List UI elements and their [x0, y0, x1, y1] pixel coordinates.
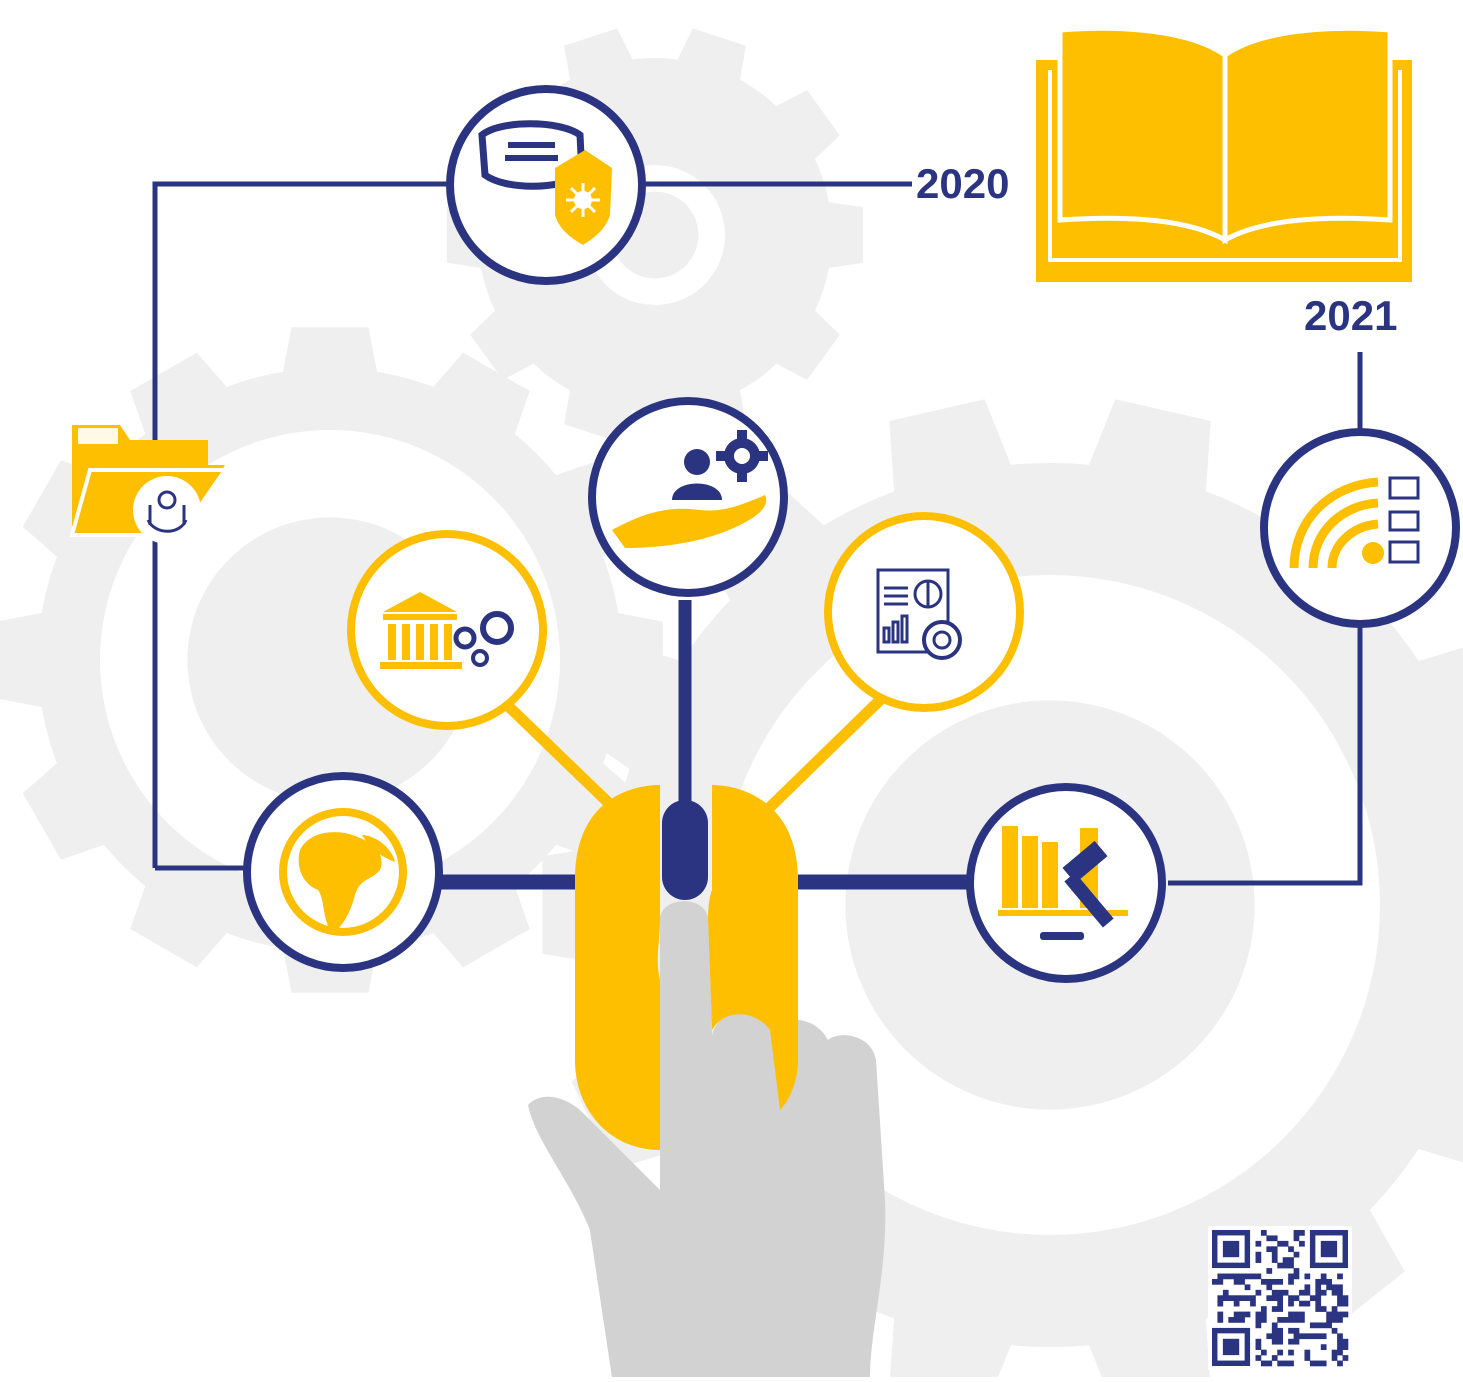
year-2020-label: 2020 [916, 160, 1010, 207]
year-2021-label: 2021 [1304, 292, 1398, 339]
mouse-connectors [440, 600, 968, 890]
open-book-icon [1036, 25, 1412, 282]
report-chart-gear-icon [824, 512, 1024, 712]
bank-gears-icon [347, 530, 547, 730]
timeline-connectors [152, 181, 1363, 886]
mask-shield-virus-icon [446, 85, 646, 285]
folder-certificate-icon [69, 425, 229, 544]
hand-user-gear-icon [588, 397, 788, 597]
globe-icon [243, 772, 443, 972]
mouse-icon [575, 785, 798, 1377]
wifi-devices-icon [1260, 428, 1460, 628]
qr-code-icon [1208, 1226, 1352, 1370]
mouse-yellow-connectors [499, 694, 886, 818]
law-books-gavel-icon [966, 783, 1166, 983]
